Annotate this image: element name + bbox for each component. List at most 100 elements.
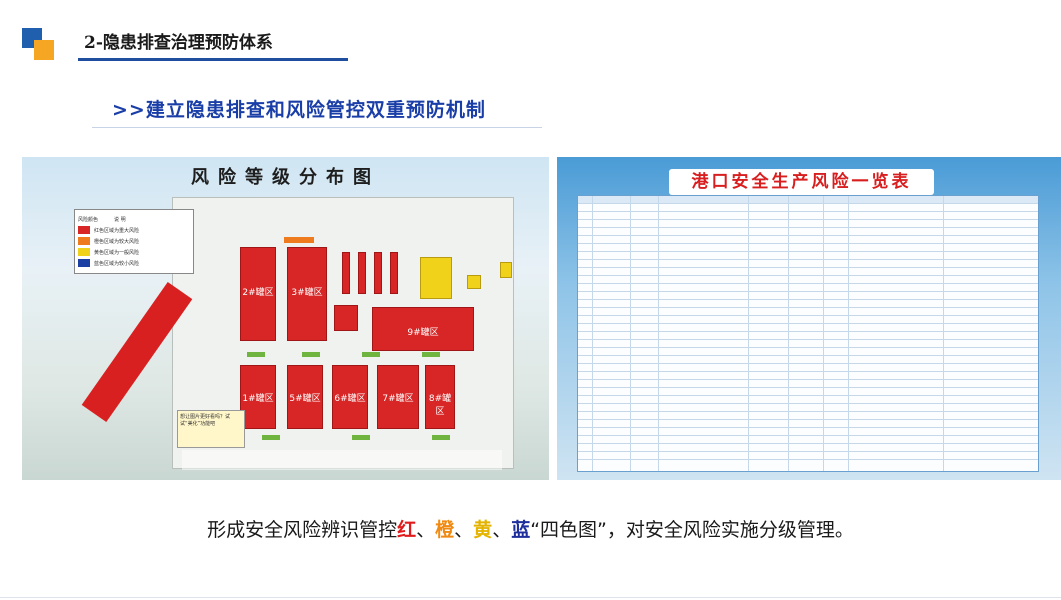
table-col-divider bbox=[592, 196, 593, 471]
flow-arrow bbox=[352, 435, 370, 440]
table-row bbox=[578, 228, 1038, 236]
tank-area-6: 6#罐区 bbox=[332, 365, 368, 429]
tank-area-2: 2#罐区 bbox=[240, 247, 276, 341]
footer-divider bbox=[0, 597, 1061, 598]
logo-square-orange bbox=[34, 40, 54, 60]
caption: 形成安全风险辨识管控红、橙、黄、蓝“四色图”，对安全风险实施分级管理。 bbox=[0, 515, 1061, 542]
section-subtitle: >>建立隐患排查和风险管控双重预防机制 bbox=[112, 99, 486, 121]
legend-item: 蓝色区域为较小风险 bbox=[78, 259, 190, 267]
table-col-divider bbox=[658, 196, 659, 471]
tank-label: 6#罐区 bbox=[334, 393, 366, 404]
table-row bbox=[578, 308, 1038, 316]
title-underline bbox=[78, 58, 348, 61]
table-row bbox=[578, 316, 1038, 324]
legend-item: 橙色区域为较大风险 bbox=[78, 237, 190, 245]
flow-arrow bbox=[432, 435, 450, 440]
tank-label: 8#罐区 bbox=[428, 393, 452, 417]
flow-arrow bbox=[262, 435, 280, 440]
map-legend: 风险颜色 说 明 红色区域为重大风险 橙色区域为较大风险 黄色区域为一般风险 蓝… bbox=[74, 209, 194, 274]
table-row bbox=[578, 212, 1038, 220]
tank-label: 1#罐区 bbox=[242, 393, 274, 404]
table-row bbox=[578, 204, 1038, 212]
caption-blue: 蓝 bbox=[511, 519, 531, 541]
red-strip bbox=[390, 252, 398, 294]
table-row bbox=[578, 412, 1038, 420]
legend-header-desc: 说 明 bbox=[114, 217, 126, 223]
table-row bbox=[578, 444, 1038, 452]
table-row bbox=[578, 340, 1038, 348]
flow-arrow bbox=[422, 352, 440, 357]
caption-sep: 、 bbox=[492, 519, 512, 541]
legend-swatch bbox=[78, 226, 90, 234]
table-row bbox=[578, 372, 1038, 380]
caption-suffix: “四色图”，对安全风险实施分级管理。 bbox=[530, 519, 854, 541]
legend-item: 红色区域为重大风险 bbox=[78, 226, 190, 234]
table-row bbox=[578, 260, 1038, 268]
tank-area-8: 8#罐区 bbox=[425, 365, 455, 429]
subtitle-divider bbox=[92, 127, 542, 128]
legend-swatch bbox=[78, 237, 90, 245]
legend-label: 蓝色区域为较小风险 bbox=[94, 260, 140, 267]
table-title: 港口安全生产风险一览表 bbox=[669, 169, 934, 195]
table-col-divider bbox=[788, 196, 789, 471]
tank-area-7: 7#罐区 bbox=[377, 365, 419, 429]
red-strip bbox=[342, 252, 350, 294]
yellow-zone-building bbox=[467, 275, 481, 289]
red-strip bbox=[374, 252, 382, 294]
page-title: 2-隐患排查治理预防体系 bbox=[84, 33, 273, 53]
table-row bbox=[578, 332, 1038, 340]
table-row bbox=[578, 300, 1038, 308]
caption-red: 红 bbox=[397, 519, 417, 541]
tank-area-5: 5#罐区 bbox=[287, 365, 323, 429]
table-row bbox=[578, 452, 1038, 460]
table-row bbox=[578, 284, 1038, 292]
table-row bbox=[578, 324, 1038, 332]
caption-prefix: 形成安全风险辨识管控 bbox=[207, 519, 398, 541]
table-row bbox=[578, 244, 1038, 252]
map-footer bbox=[182, 450, 502, 470]
risk-table-image: 港口安全生产风险一览表 bbox=[557, 157, 1061, 480]
table-row bbox=[578, 364, 1038, 372]
tank-area-1: 1#罐区 bbox=[240, 365, 276, 429]
caption-sep: 、 bbox=[454, 519, 474, 541]
tank-area-9: 9#罐区 bbox=[372, 307, 474, 351]
tank-label: 7#罐区 bbox=[382, 393, 414, 404]
legend-label: 红色区域为重大风险 bbox=[94, 227, 140, 234]
tank-label: 9#罐区 bbox=[407, 327, 439, 338]
table-row bbox=[578, 388, 1038, 396]
caption-yellow: 黄 bbox=[473, 519, 493, 541]
tank-label: 3#罐区 bbox=[291, 287, 323, 298]
map-title: 风险等级分布图 bbox=[191, 167, 380, 188]
table-row bbox=[578, 268, 1038, 276]
table-col-divider bbox=[848, 196, 849, 471]
red-strip bbox=[358, 252, 366, 294]
legend-item: 黄色区域为一般风险 bbox=[78, 248, 190, 256]
tank-label: 5#罐区 bbox=[289, 393, 321, 404]
table-col-divider bbox=[943, 196, 944, 471]
legend-header-color: 风险颜色 bbox=[78, 217, 99, 223]
table-row bbox=[578, 236, 1038, 244]
table-col-divider bbox=[823, 196, 824, 471]
legend-swatch bbox=[78, 259, 90, 267]
table-row bbox=[578, 356, 1038, 364]
yellow-zone-building bbox=[500, 262, 512, 278]
tank-label: 2#罐区 bbox=[242, 287, 274, 298]
table-row bbox=[578, 404, 1038, 412]
legend-label: 橙色区域为较大风险 bbox=[94, 238, 140, 245]
caption-orange: 橙 bbox=[435, 519, 455, 541]
flow-arrow bbox=[362, 352, 380, 357]
legend-swatch bbox=[78, 248, 90, 256]
table-row bbox=[578, 380, 1038, 388]
flow-arrow bbox=[247, 352, 265, 357]
table-row bbox=[578, 420, 1038, 428]
table-row bbox=[578, 196, 1038, 204]
table-col-divider bbox=[748, 196, 749, 471]
orange-zone bbox=[284, 237, 314, 243]
tank-area-small bbox=[334, 305, 358, 331]
table-row bbox=[578, 396, 1038, 404]
legend-label: 黄色区域为一般风险 bbox=[94, 249, 140, 256]
tank-area-3: 3#罐区 bbox=[287, 247, 327, 341]
risk-level-map-image: 风险等级分布图 风险颜色 说 明 红色区域为重大风险 橙色区域为较大风险 黄色区… bbox=[22, 157, 549, 480]
table-row bbox=[578, 348, 1038, 356]
table-row bbox=[578, 428, 1038, 436]
